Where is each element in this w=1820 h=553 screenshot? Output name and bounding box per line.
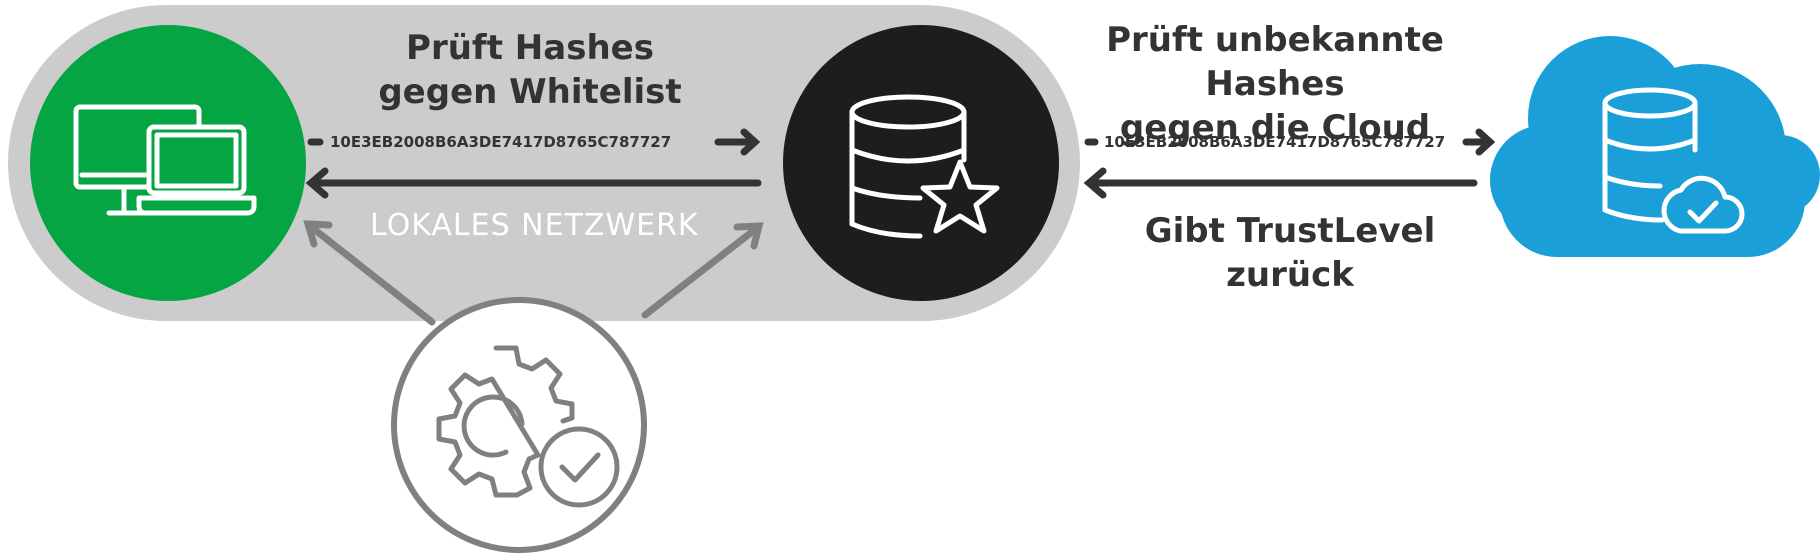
cloud-database-icon — [1602, 87, 1745, 234]
local-network-label: LOKALES NETZWERK — [370, 208, 699, 243]
database-star-icon — [849, 94, 1000, 239]
trustlevel-arrow-to-server — [1083, 167, 1478, 199]
cloud-hash-value: 10E3EB2008B6A3DE7417D8765C787727 — [1104, 133, 1446, 151]
return-arrow-to-clients — [305, 167, 762, 199]
hash-arrow-to-server — [307, 128, 761, 156]
hash-arrow-to-cloud — [1084, 128, 1496, 156]
gear-check-icon — [436, 345, 620, 508]
local-hash-value: 10E3EB2008B6A3DE7417D8765C787727 — [330, 133, 672, 151]
check-whitelist-label: Prüft Hashes gegen Whitelist — [378, 28, 682, 112]
management-arrow-to-server — [641, 222, 764, 319]
trustlevel-label: Gibt TrustLevel zurück — [1144, 211, 1436, 295]
management-arrow-to-clients — [303, 220, 436, 326]
whitelist-server-node — [783, 25, 1059, 301]
cloud-node — [1490, 36, 1820, 257]
check-cloud-label: Prüft unbekannte Hashes gegen die Cloud — [1106, 20, 1444, 148]
computer-laptop-icon — [73, 104, 257, 216]
